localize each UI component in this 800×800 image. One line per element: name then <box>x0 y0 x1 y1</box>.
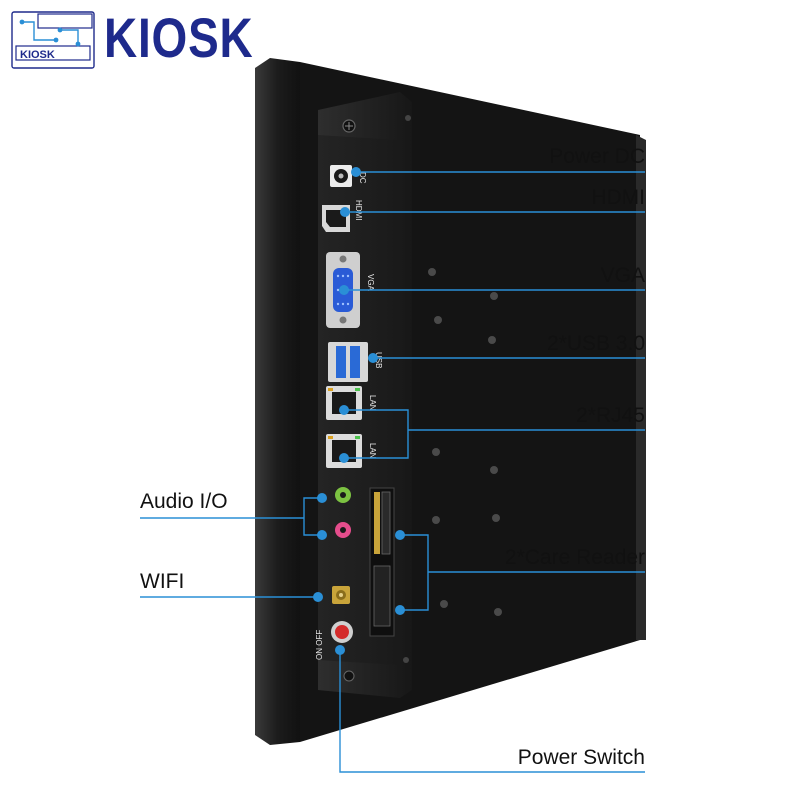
callout-card-reader: 2*Care Reader <box>504 546 645 569</box>
leader-rj45 <box>344 409 645 459</box>
screw-icon <box>343 670 355 682</box>
card-reader-slots <box>369 487 395 637</box>
callout-power-dc: Power DC <box>549 145 645 168</box>
brand-wordmark: KIOSK <box>104 6 254 69</box>
on-off-label: ON OFF <box>315 630 324 660</box>
audio-jacks <box>335 487 351 538</box>
leader-dots <box>313 167 405 655</box>
vga-port-label: VGA <box>366 274 375 292</box>
usb-ports: USB <box>328 342 383 382</box>
lan2-port-label: LAN <box>368 443 377 459</box>
wifi-antenna-connector <box>332 586 350 604</box>
brand-badge-text: KIOSK <box>20 49 55 61</box>
lan1-port-label: LAN <box>368 395 377 411</box>
mounting-holes <box>428 268 502 616</box>
callout-usb: 2*USB 3.0 <box>546 332 645 355</box>
dc-jack-port: DC <box>330 165 367 187</box>
lan-port-1: LAN <box>326 386 377 420</box>
power-button: ON OFF <box>315 621 353 660</box>
dc-port-label: DC <box>358 172 367 184</box>
lan-port-2: LAN <box>326 434 377 468</box>
callout-audio: Audio I/O <box>140 490 228 513</box>
leader-card-reader <box>400 534 645 611</box>
hdmi-port-label: HDMI <box>354 200 363 220</box>
leader-audio <box>140 497 320 536</box>
callout-hdmi: HDMI <box>591 186 645 209</box>
callout-wifi: WIFI <box>140 570 185 593</box>
usb-port-label: USB <box>374 352 383 368</box>
callout-power-switch: Power Switch <box>517 746 645 769</box>
callout-rj45: 2*RJ45 <box>576 404 645 427</box>
brand-logo-icon: KIOSK <box>11 11 95 69</box>
leader-power-switch <box>339 648 645 773</box>
monitor-bezel <box>255 58 300 745</box>
leader-lines <box>140 171 645 773</box>
callout-vga: VGA <box>600 264 645 287</box>
